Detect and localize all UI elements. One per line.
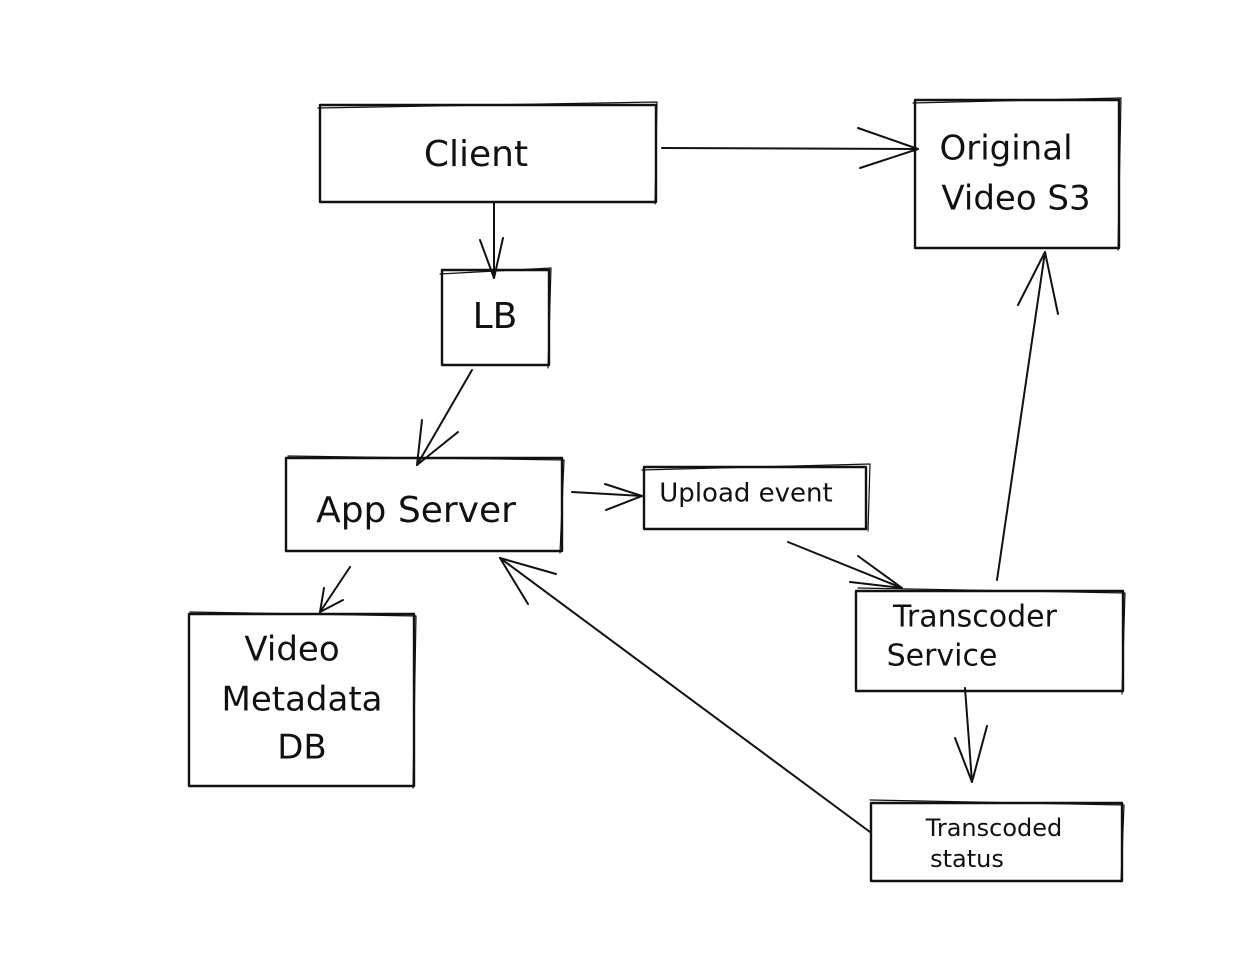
edge-client-to-original-video-s3 xyxy=(661,127,919,169)
node-upload-event-label: Upload event xyxy=(659,479,832,509)
node-transcoded-status-label-line-1: Transcoded xyxy=(925,814,1063,842)
node-upload-event: Upload event xyxy=(641,463,871,532)
nodes: Client LB App Server Video Metadata DB U… xyxy=(187,97,1126,883)
node-client-label: Client xyxy=(424,134,528,175)
edges xyxy=(319,127,1059,833)
node-transcoder-service-label-line-1: Transcoder xyxy=(892,600,1058,635)
node-original-video-s3-label-line-2: Video S3 xyxy=(941,179,1090,219)
node-lb-label: LB xyxy=(473,296,518,337)
node-transcoder-service: Transcoder Service xyxy=(854,587,1126,695)
node-transcoded-status: Transcoded status xyxy=(869,799,1125,883)
edge-transcoded-status-to-app-server xyxy=(499,557,871,833)
node-video-metadata-db-label-line-3: DB xyxy=(277,728,327,768)
node-transcoded-status-label-line-2: status xyxy=(930,845,1004,873)
node-lb: LB xyxy=(439,267,552,369)
edge-transcoder-service-to-transcoded-status xyxy=(954,687,988,783)
edge-lb-to-app-server xyxy=(416,369,473,466)
node-app-server-label: App Server xyxy=(316,490,516,531)
node-video-metadata-db-label-line-2: Metadata xyxy=(221,680,382,720)
node-video-metadata-db-label-line-1: Video xyxy=(244,630,339,670)
edge-client-to-lb xyxy=(479,202,504,279)
edge-transcoder-service-to-original-video-s3 xyxy=(996,251,1059,581)
node-original-video-s3: Original Video S3 xyxy=(912,97,1122,251)
node-client: Client xyxy=(317,101,658,205)
node-transcoder-service-label-line-2: Service xyxy=(887,639,998,674)
edge-app-server-to-video-metadata-db xyxy=(319,566,351,613)
node-original-video-s3-label-line-1: Original xyxy=(939,129,1072,169)
edge-app-server-to-upload-event xyxy=(571,483,643,511)
node-video-metadata-db: Video Metadata DB xyxy=(187,611,417,789)
edge-upload-event-to-transcoder-service xyxy=(787,541,903,589)
node-app-server: App Server xyxy=(284,455,565,554)
